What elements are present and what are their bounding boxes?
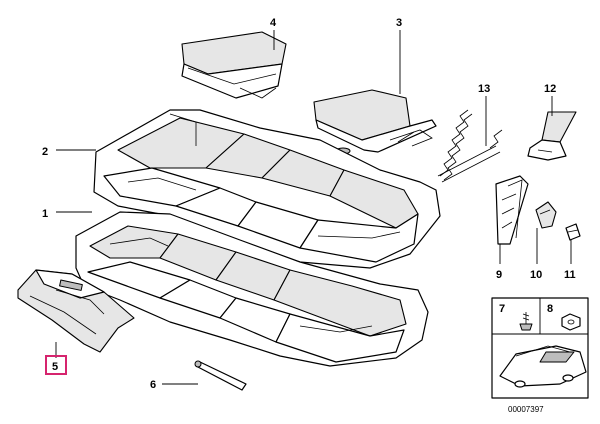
callout-2: 2 bbox=[42, 146, 48, 158]
callout-8: 8 bbox=[547, 303, 553, 315]
callout-7: 7 bbox=[499, 303, 505, 315]
callout-5: 5 bbox=[52, 361, 58, 373]
callout-11: 11 bbox=[564, 269, 576, 281]
drawing-code: 00007397 bbox=[508, 405, 544, 414]
car-location-icon bbox=[499, 345, 587, 388]
callout-13: 13 bbox=[478, 83, 490, 95]
callout-9: 9 bbox=[496, 269, 502, 281]
callout-6: 6 bbox=[150, 379, 156, 391]
part-13-spring[interactable] bbox=[437, 109, 503, 183]
part-8-nut[interactable] bbox=[561, 313, 581, 331]
callout-12: 12 bbox=[544, 83, 556, 95]
part-4-headrest-pad[interactable] bbox=[181, 31, 287, 99]
part-6-rod[interactable] bbox=[194, 360, 247, 391]
part-9-bracket[interactable] bbox=[495, 175, 529, 245]
part-3-armrest[interactable] bbox=[313, 89, 437, 155]
callout-10: 10 bbox=[530, 269, 542, 281]
part-1-seat-cushion[interactable] bbox=[75, 211, 429, 367]
part-7-screw[interactable] bbox=[519, 312, 533, 331]
callout-1: 1 bbox=[42, 208, 48, 220]
part-11-small-clip[interactable] bbox=[565, 223, 581, 241]
leader-lines bbox=[55, 30, 572, 385]
part-5-base-board[interactable] bbox=[17, 269, 135, 353]
callout-5-highlight-box bbox=[45, 355, 67, 375]
callout-4: 4 bbox=[270, 17, 277, 29]
part-10-clip[interactable] bbox=[535, 201, 557, 229]
callout-3: 3 bbox=[396, 17, 402, 29]
part-12-latch-strap[interactable] bbox=[527, 111, 577, 161]
part-2-backrest-cover[interactable] bbox=[93, 109, 441, 269]
